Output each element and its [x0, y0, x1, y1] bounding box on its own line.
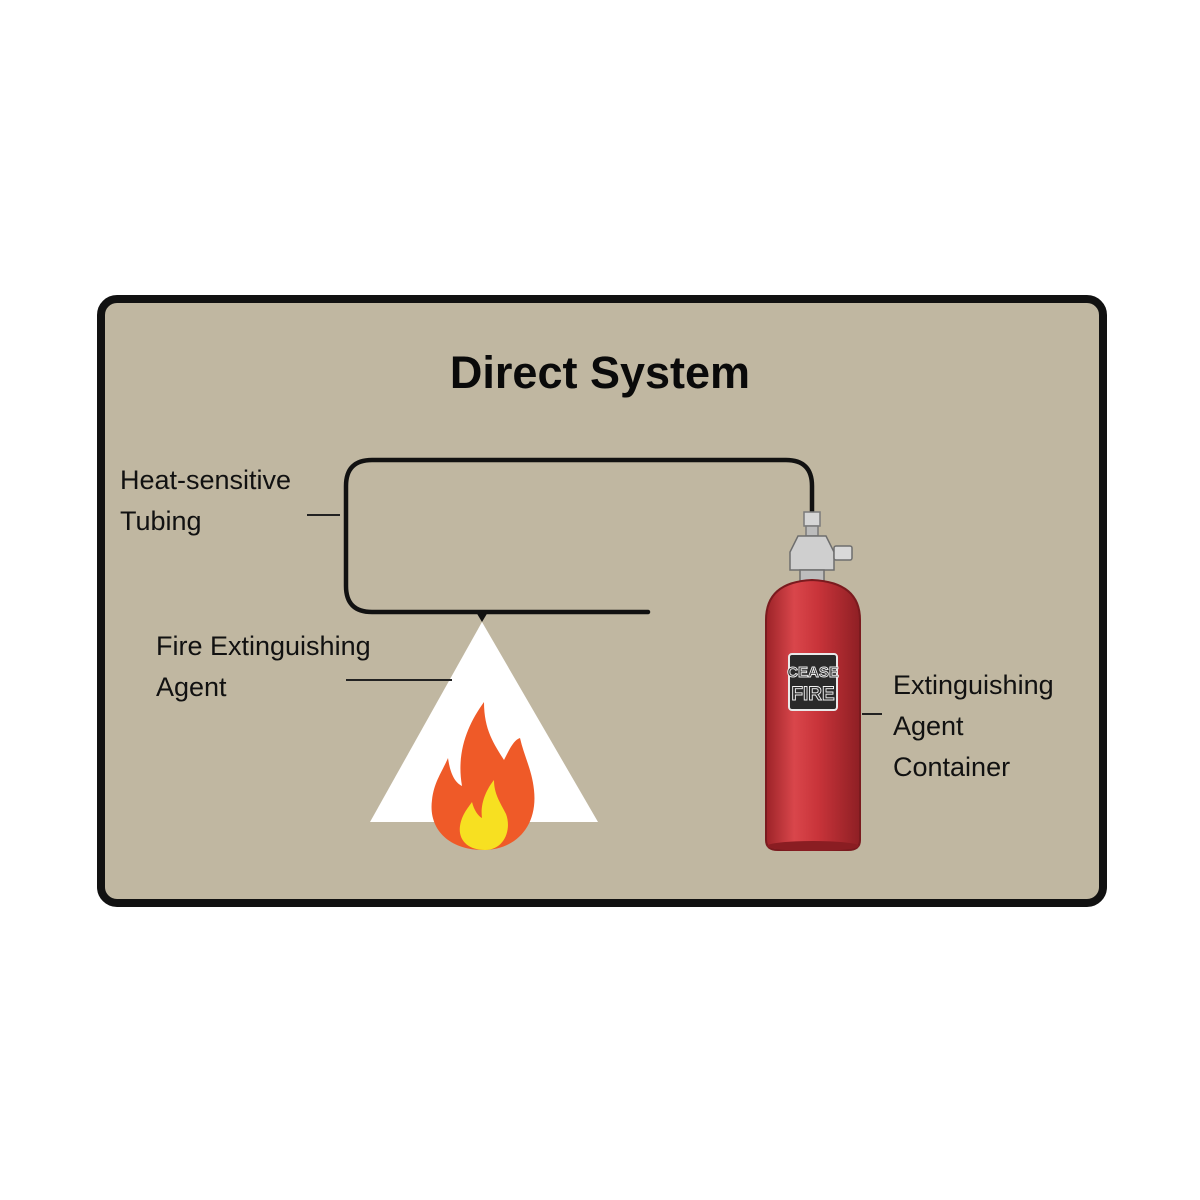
diagram-title: Direct System [449, 347, 751, 398]
container-label-line-3: Container [893, 752, 1011, 782]
tubing-label-line-1: Heat-sensitive [120, 465, 292, 495]
container-label-line-2: Agent [893, 711, 964, 741]
cylinder-marking-line-2: FIRE [791, 684, 834, 705]
heat-sensitive-tubing [343, 457, 815, 615]
cylinder-label-plate [788, 653, 838, 711]
flame-core-icon [459, 780, 508, 850]
agent-label-line-2: Agent [156, 672, 227, 702]
container-label: Extinguishing Agent Container [893, 665, 1054, 788]
agent-label: Fire Extinguishing Agent [156, 626, 371, 708]
agent-label-line-1: Fire Extinguishing [156, 631, 371, 661]
tubing-label: Heat-sensitive Tubing [120, 460, 291, 542]
tubing-label-line-2: Tubing [120, 506, 202, 536]
flame-icon [431, 702, 535, 850]
cylinder-marking-line-1: CEASE [787, 664, 839, 681]
nozzle-icon [476, 612, 488, 622]
cylinder-valve [789, 511, 853, 583]
container-label-line-1: Extinguishing [893, 670, 1054, 700]
diagram-panel [97, 295, 1107, 907]
agent-container-cylinder [765, 578, 861, 851]
